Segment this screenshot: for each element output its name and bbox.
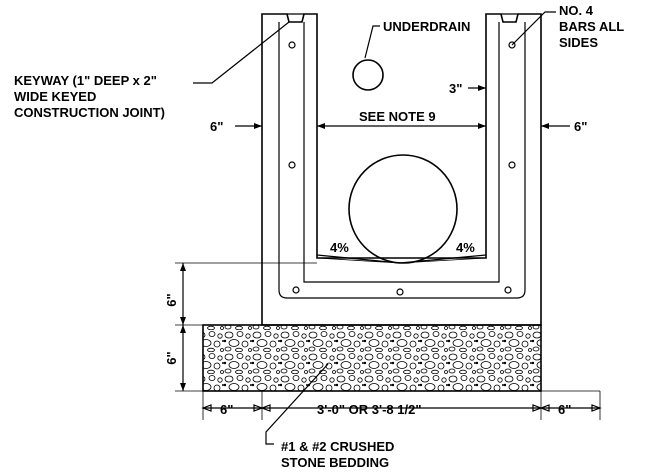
keyway-label-2: WIDE KEYED	[14, 89, 96, 104]
dim-bottom-right: 6"	[558, 402, 571, 417]
dim-clear-3: 3"	[449, 81, 462, 96]
dim-wall-left: 6"	[210, 119, 223, 134]
floor-line-left	[316, 257, 401, 264]
underdrain-pipe	[352, 59, 384, 91]
floor-line-right	[399, 257, 487, 264]
slope-left-label: 4%	[330, 240, 349, 255]
bars-label-2: BARS ALL	[559, 19, 624, 34]
keyway-label-3: CONSTRUCTION JOINT)	[14, 105, 165, 120]
main-pipe	[348, 154, 458, 264]
dim-base-thickness: 6"	[164, 293, 179, 306]
rebar-dot	[508, 161, 516, 169]
bedding-leader	[265, 363, 329, 445]
dim-bottom-left: 6"	[220, 402, 233, 417]
dim-wall-right: 6"	[574, 119, 587, 134]
rebar-dot	[292, 286, 300, 294]
keyway-leader	[193, 21, 290, 84]
rebar-dot	[396, 288, 404, 296]
slope-right-label: 4%	[456, 240, 475, 255]
underdrain-label: UNDERDRAIN	[383, 19, 470, 34]
keyway-label-1: KEYWAY (1" DEEP x 2"	[14, 73, 157, 88]
bars-leader	[511, 11, 556, 46]
rebar-dot	[508, 41, 516, 49]
rebar-dot	[504, 286, 512, 294]
channel-outer-outline	[261, 13, 542, 326]
stone-bedding	[202, 324, 542, 392]
see-note-label: SEE NOTE 9	[359, 109, 436, 124]
rebar-dot	[288, 161, 296, 169]
rebar-u-path	[278, 22, 526, 299]
bars-label-3: SIDES	[559, 35, 598, 50]
dim-bedding-thickness: 6"	[164, 351, 179, 364]
bars-label-1: NO. 4	[559, 3, 594, 18]
underdrain-leader	[364, 25, 380, 59]
rebar-dot	[288, 41, 296, 49]
bedding-label-1: #1 & #2 CRUSHED	[281, 439, 394, 454]
floor-slope-right	[399, 254, 487, 264]
dim-bottom-center: 3'-0" OR 3'-8 1/2"	[317, 402, 422, 417]
floor-slope-left	[316, 254, 401, 264]
bedding-label-2: STONE BEDDING	[281, 455, 389, 470]
rebar-inner-u-path	[303, 22, 500, 283]
